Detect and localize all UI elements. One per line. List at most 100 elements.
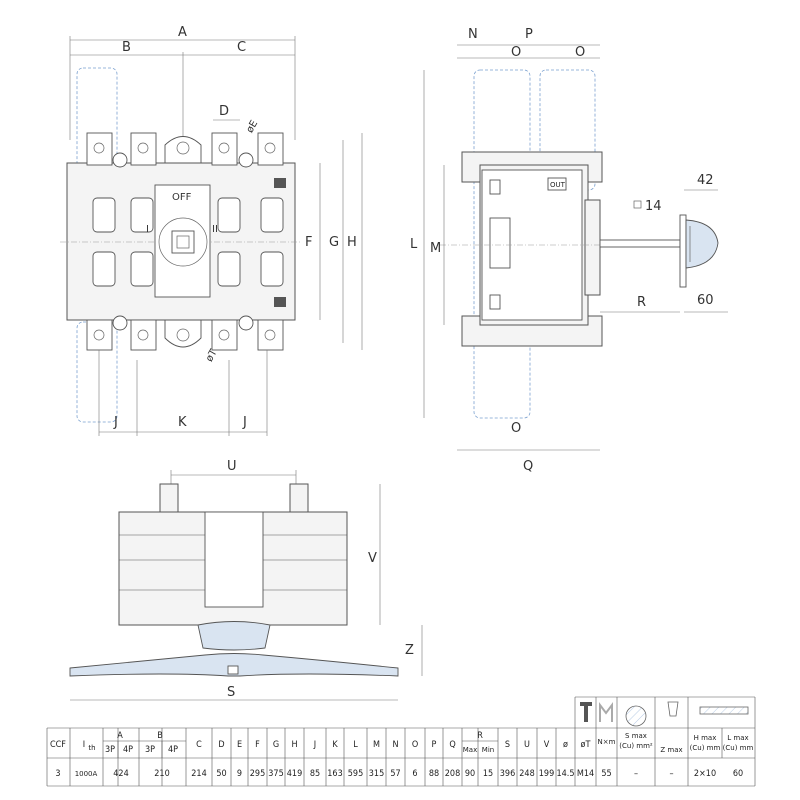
dim-U: U [227, 459, 237, 474]
th-smax: S max [625, 732, 647, 740]
dim-P: P [525, 27, 533, 42]
dim-N: N [468, 27, 478, 42]
td-col-6: 85 [310, 769, 320, 779]
th-col-J: J [313, 740, 316, 750]
td-col2-2: 199 [539, 769, 554, 779]
td-A: 424 [113, 769, 128, 779]
th-col2-0: S [505, 740, 510, 750]
th-R-max: Max [463, 746, 477, 754]
th-col-K: K [332, 740, 338, 750]
th-smax-unit: (Cu) mm² [619, 742, 653, 750]
bottom-terminals [86, 315, 284, 351]
front-view: A B C D øE [60, 25, 363, 436]
th-hmax-unit: (Cu) mm [690, 744, 721, 752]
th-B-4p: 4P [168, 745, 178, 755]
td-col-1: 50 [216, 769, 226, 779]
th-R-min: Min [482, 746, 494, 754]
bolt-icon [580, 702, 592, 722]
th-lmax-unit: (Cu) mm [723, 744, 754, 752]
dim-B: B [122, 40, 131, 55]
dim-H: H [347, 235, 357, 250]
th-ith: I [83, 740, 85, 750]
torque-icon [599, 702, 613, 722]
handle-base [197, 621, 271, 651]
th-A: A [117, 731, 123, 741]
td-col-11: 6 [412, 769, 417, 779]
th-col2-1: U [524, 740, 530, 750]
th-ith-sub: th [88, 744, 95, 752]
dim-D: D [219, 104, 229, 119]
td-col2-0: 396 [500, 769, 515, 779]
out-label: OUT [550, 181, 566, 189]
dim-L: L [410, 237, 418, 252]
pole-windows [92, 197, 284, 287]
th-B: B [157, 731, 163, 741]
dim-O-top-2: O [575, 45, 585, 60]
busbar-bottom [76, 321, 118, 423]
dim-Q: Q [523, 459, 533, 474]
pos-II-label: II [212, 224, 218, 235]
dim-C: C [237, 40, 246, 55]
td-col-12: 88 [429, 769, 439, 779]
th-col2-3: ø [563, 740, 568, 750]
td-R-min: 15 [483, 769, 493, 779]
th-col-C: C [196, 740, 202, 750]
td-col2-4: M14 [577, 769, 594, 779]
th-nxm: N×m [598, 738, 616, 746]
th-lmax: L max [727, 734, 748, 742]
th-col2-4: øT [581, 740, 591, 750]
label-tag-top [274, 178, 286, 188]
td-col-13: 208 [445, 769, 460, 779]
td-col-2: 9 [237, 769, 242, 779]
th-col-O: O [412, 740, 418, 750]
dim-60: 60 [697, 293, 714, 308]
busbar-icon [699, 706, 749, 715]
th-col-E: E [237, 740, 242, 750]
dim-F: F [305, 235, 312, 250]
th-hmax: H max [694, 734, 717, 742]
handle-bar [69, 653, 399, 677]
th-col-P: P [432, 740, 437, 750]
th-col-F: F [255, 740, 260, 750]
td-col-4: 375 [268, 769, 283, 779]
label-tag-bottom [274, 297, 286, 307]
square-14-icon [633, 200, 642, 209]
dim-S: S [227, 685, 235, 700]
dim-O-top-1: O [511, 45, 521, 60]
th-zmax: Z max [660, 746, 682, 754]
td-lmax: 60 [733, 769, 743, 779]
td-nxm: 55 [601, 769, 611, 779]
td-smax: – [634, 769, 638, 779]
top-terminals [86, 132, 284, 168]
dim-14: 14 [645, 199, 662, 214]
cable-section-icon [625, 705, 647, 727]
td-zmax: – [669, 769, 673, 779]
th-R: R [477, 731, 483, 741]
dim-V: V [368, 551, 377, 566]
th-ccf: CCF [50, 740, 66, 750]
busbar-top [76, 67, 118, 169]
td-col2-1: 248 [519, 769, 534, 779]
dim-M: M [430, 241, 441, 256]
th-B-3p: 3P [145, 745, 155, 755]
off-label: OFF [172, 192, 192, 203]
th-col-D: D [218, 740, 224, 750]
pos-I-label: I [146, 224, 149, 235]
th-col-Q: Q [449, 740, 455, 750]
td-ith: 1000A [75, 770, 98, 778]
dim-O-bottom: O [511, 421, 521, 436]
td-col-3: 295 [250, 769, 265, 779]
td-col-7: 163 [327, 769, 342, 779]
dim-J-left: J [113, 415, 118, 430]
bottom-view: U V Z S [69, 459, 423, 701]
td-B: 210 [154, 769, 169, 779]
th-col2-2: V [544, 740, 550, 750]
td-col-9: 315 [369, 769, 384, 779]
dim-K: K [178, 415, 187, 430]
handle-knob [679, 214, 719, 288]
dim-E: øE [245, 119, 261, 135]
td-col-10: 57 [390, 769, 400, 779]
td-ccf: 3 [55, 769, 60, 779]
td-col-0: 214 [191, 769, 206, 779]
